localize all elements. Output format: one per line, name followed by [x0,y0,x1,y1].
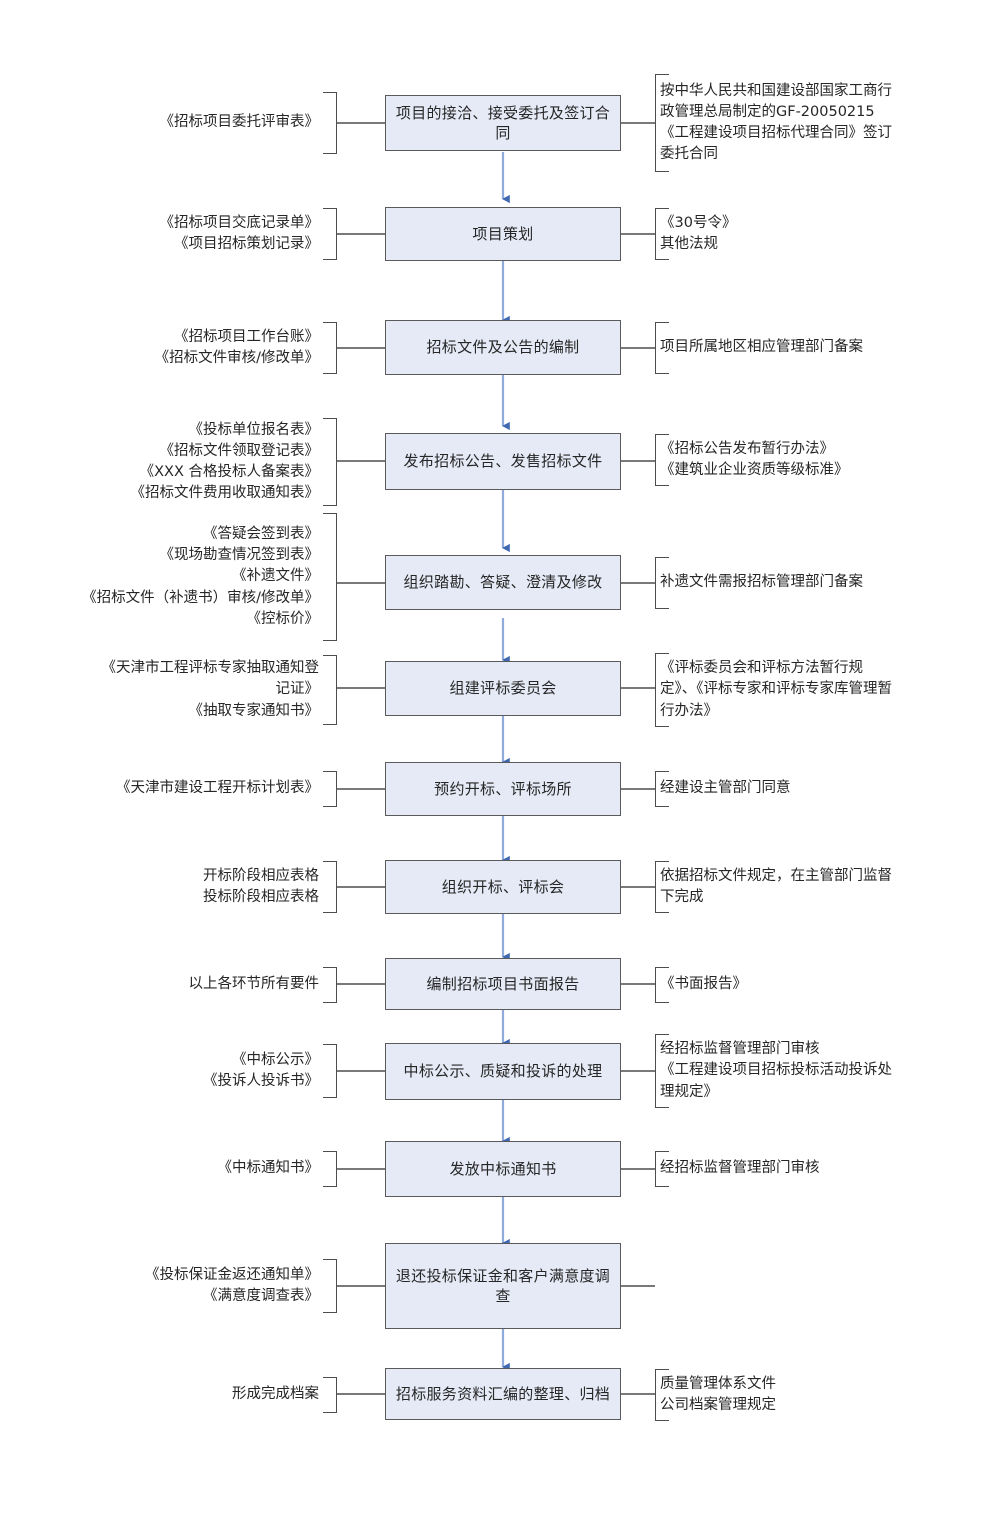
process-node-step-12[interactable]: 退还投标保证金和客户满意度调查 [385,1243,621,1329]
process-node-step-7[interactable]: 预约开标、评标场所 [385,762,621,816]
note-label-text: 依据招标文件规定，在主管部门监督下完成 [660,867,892,905]
record-label-text: 以上各环节所有要件 [188,976,320,993]
record-label-step-9: 以上各环节所有要件 [110,967,323,1003]
process-node-step-10[interactable]: 中标公示、质疑和投诉的处理 [385,1043,621,1100]
process-node-step-6[interactable]: 组建评标委员会 [385,661,621,716]
right-connector-bracket [655,1369,669,1421]
record-label-text: 《招标项目工作台账》 《招标文件审核/修改单》 [154,328,319,366]
right-connector-bracket [655,653,669,727]
left-connector-bracket [323,655,337,725]
right-connector-bracket [655,1151,669,1187]
right-connector-bracket [655,322,669,374]
right-connector-bracket [655,557,669,609]
note-label-text: 经招标监督管理部门审核 [660,1160,820,1177]
note-label-step-7: 经建设主管部门同意 [655,771,895,807]
right-connector-bracket [655,434,669,486]
left-connector-bracket [323,1151,337,1187]
note-label-text: 《评标委员会和评标方法暂行规定》、《评标专家和评标专家库管理暂行办法》 [660,660,892,719]
left-connector-bracket [323,92,337,154]
note-label-step-5: 补遗文件需报招标管理部门备案 [655,557,895,609]
left-connector-bracket [323,418,337,506]
record-label-step-8: 开标阶段相应表格 投标阶段相应表格 [110,861,323,913]
left-connector-bracket [323,513,337,641]
record-label-text: 《招标项目委托评审表》 [159,114,320,131]
note-label-text: 项目所属地区相应管理部门备案 [660,339,863,356]
note-label-text: 经建设主管部门同意 [660,780,791,797]
record-label-text: 《中标通知书》 [217,1160,320,1177]
left-connector-bracket [323,208,337,260]
right-connector-bracket [655,861,669,913]
record-label-text: 《中标公示》 《投诉人投诉书》 [203,1051,319,1089]
left-connector-bracket [323,861,337,913]
note-label-step-1: 按中华人民共和国建设部国家工商行政管理总局制定的GF-20050215《工程建设… [655,74,895,172]
record-label-text: 《答疑会签到表》 《现场勘查情况签到表》 《补遗文件》 《招标文件（补遗书）审核… [82,526,319,627]
note-label-step-10: 经招标监督管理部门审核 《工程建设项目招标投标活动投诉处理规定》 [655,1034,905,1108]
note-label-step-2: 《30号令》 其他法规 [655,208,895,260]
left-connector-bracket [323,771,337,807]
right-connector-bracket [655,74,669,172]
left-connector-bracket [323,967,337,1003]
left-connector-bracket [323,1259,337,1313]
note-label-step-13: 质量管理体系文件 公司档案管理规定 [655,1369,895,1421]
record-label-step-4: 《投标单位报名表》 《招标文件领取登记表》 《XXX 合格投标人备案表》 《招标… [75,418,323,506]
left-connector-bracket [323,1377,337,1413]
record-label-step-5: 《答疑会签到表》 《现场勘查情况签到表》 《补遗文件》 《招标文件（补遗书）审核… [75,513,323,641]
note-label-text: 经招标监督管理部门审核 《工程建设项目招标投标活动投诉处理规定》 [660,1041,892,1100]
note-label-step-4: 《招标公告发布暂行办法》 《建筑业企业资质等级标准》 [655,434,905,486]
note-label-step-6: 《评标委员会和评标方法暂行规定》、《评标专家和评标专家库管理暂行办法》 [655,653,895,727]
record-label-text: 《招标项目交底记录单》 《项目招标策划记录》 [159,214,320,252]
note-label-text: 按中华人民共和国建设部国家工商行政管理总局制定的GF-20050215《工程建设… [660,82,892,163]
right-connector-bracket [655,771,669,807]
note-label-step-11: 经招标监督管理部门审核 [655,1151,895,1187]
note-label-step-9: 《书面报告》 [655,967,895,1003]
right-connector-bracket [655,1034,669,1108]
process-node-step-3[interactable]: 招标文件及公告的编制 [385,320,621,375]
process-node-step-9[interactable]: 编制招标项目书面报告 [385,958,621,1010]
process-node-step-5[interactable]: 组织踏勘、答疑、澄清及修改 [385,555,621,610]
record-label-text: 《天津市工程评标专家抽取通知登记证》 《抽取专家通知书》 [101,660,320,719]
left-connector-bracket [323,1044,337,1098]
record-label-step-3: 《招标项目工作台账》 《招标文件审核/修改单》 [100,322,323,374]
note-label-text: 《书面报告》 [660,976,747,993]
note-label-text: 《30号令》 其他法规 [660,214,737,252]
process-node-step-1[interactable]: 项目的接洽、接受委托及签订合同 [385,95,621,151]
record-label-step-1: 《招标项目委托评审表》 [100,92,323,154]
record-label-text: 形成完成档案 [232,1386,319,1403]
record-label-text: 《投标保证金返还通知单》 《满意度调查表》 [145,1266,319,1304]
record-label-step-10: 《中标公示》 《投诉人投诉书》 [100,1044,323,1098]
record-label-step-12: 《投标保证金返还通知单》 《满意度调查表》 [85,1259,323,1313]
process-node-step-8[interactable]: 组织开标、评标会 [385,860,621,914]
process-node-step-11[interactable]: 发放中标通知书 [385,1141,621,1197]
left-connector-bracket [323,322,337,374]
note-label-text: 补遗文件需报招标管理部门备案 [660,574,863,591]
note-label-text: 质量管理体系文件 公司档案管理规定 [660,1375,776,1413]
record-label-text: 《天津市建设工程开标计划表》 [116,780,319,797]
record-label-step-6: 《天津市工程评标专家抽取通知登记证》 《抽取专家通知书》 [100,655,323,725]
note-label-text: 《招标公告发布暂行办法》 《建筑业企业资质等级标准》 [660,440,849,478]
record-label-text: 开标阶段相应表格 投标阶段相应表格 [203,867,319,905]
right-connector-bracket [655,208,669,260]
right-connector-bracket [655,967,669,1003]
record-label-step-13: 形成完成档案 [140,1377,323,1413]
process-node-step-4[interactable]: 发布招标公告、发售招标文件 [385,433,621,490]
note-label-step-8: 依据招标文件规定，在主管部门监督下完成 [655,861,895,913]
record-label-text: 《投标单位报名表》 《招标文件领取登记表》 《XXX 合格投标人备案表》 《招标… [130,421,320,502]
process-node-step-2[interactable]: 项目策划 [385,207,621,261]
record-label-step-11: 《中标通知书》 [110,1151,323,1187]
record-label-step-7: 《天津市建设工程开标计划表》 [85,771,323,807]
record-label-step-2: 《招标项目交底记录单》 《项目招标策划记录》 [100,208,323,260]
process-node-step-13[interactable]: 招标服务资料汇编的整理、归档 [385,1368,621,1420]
note-label-step-3: 项目所属地区相应管理部门备案 [655,322,895,374]
